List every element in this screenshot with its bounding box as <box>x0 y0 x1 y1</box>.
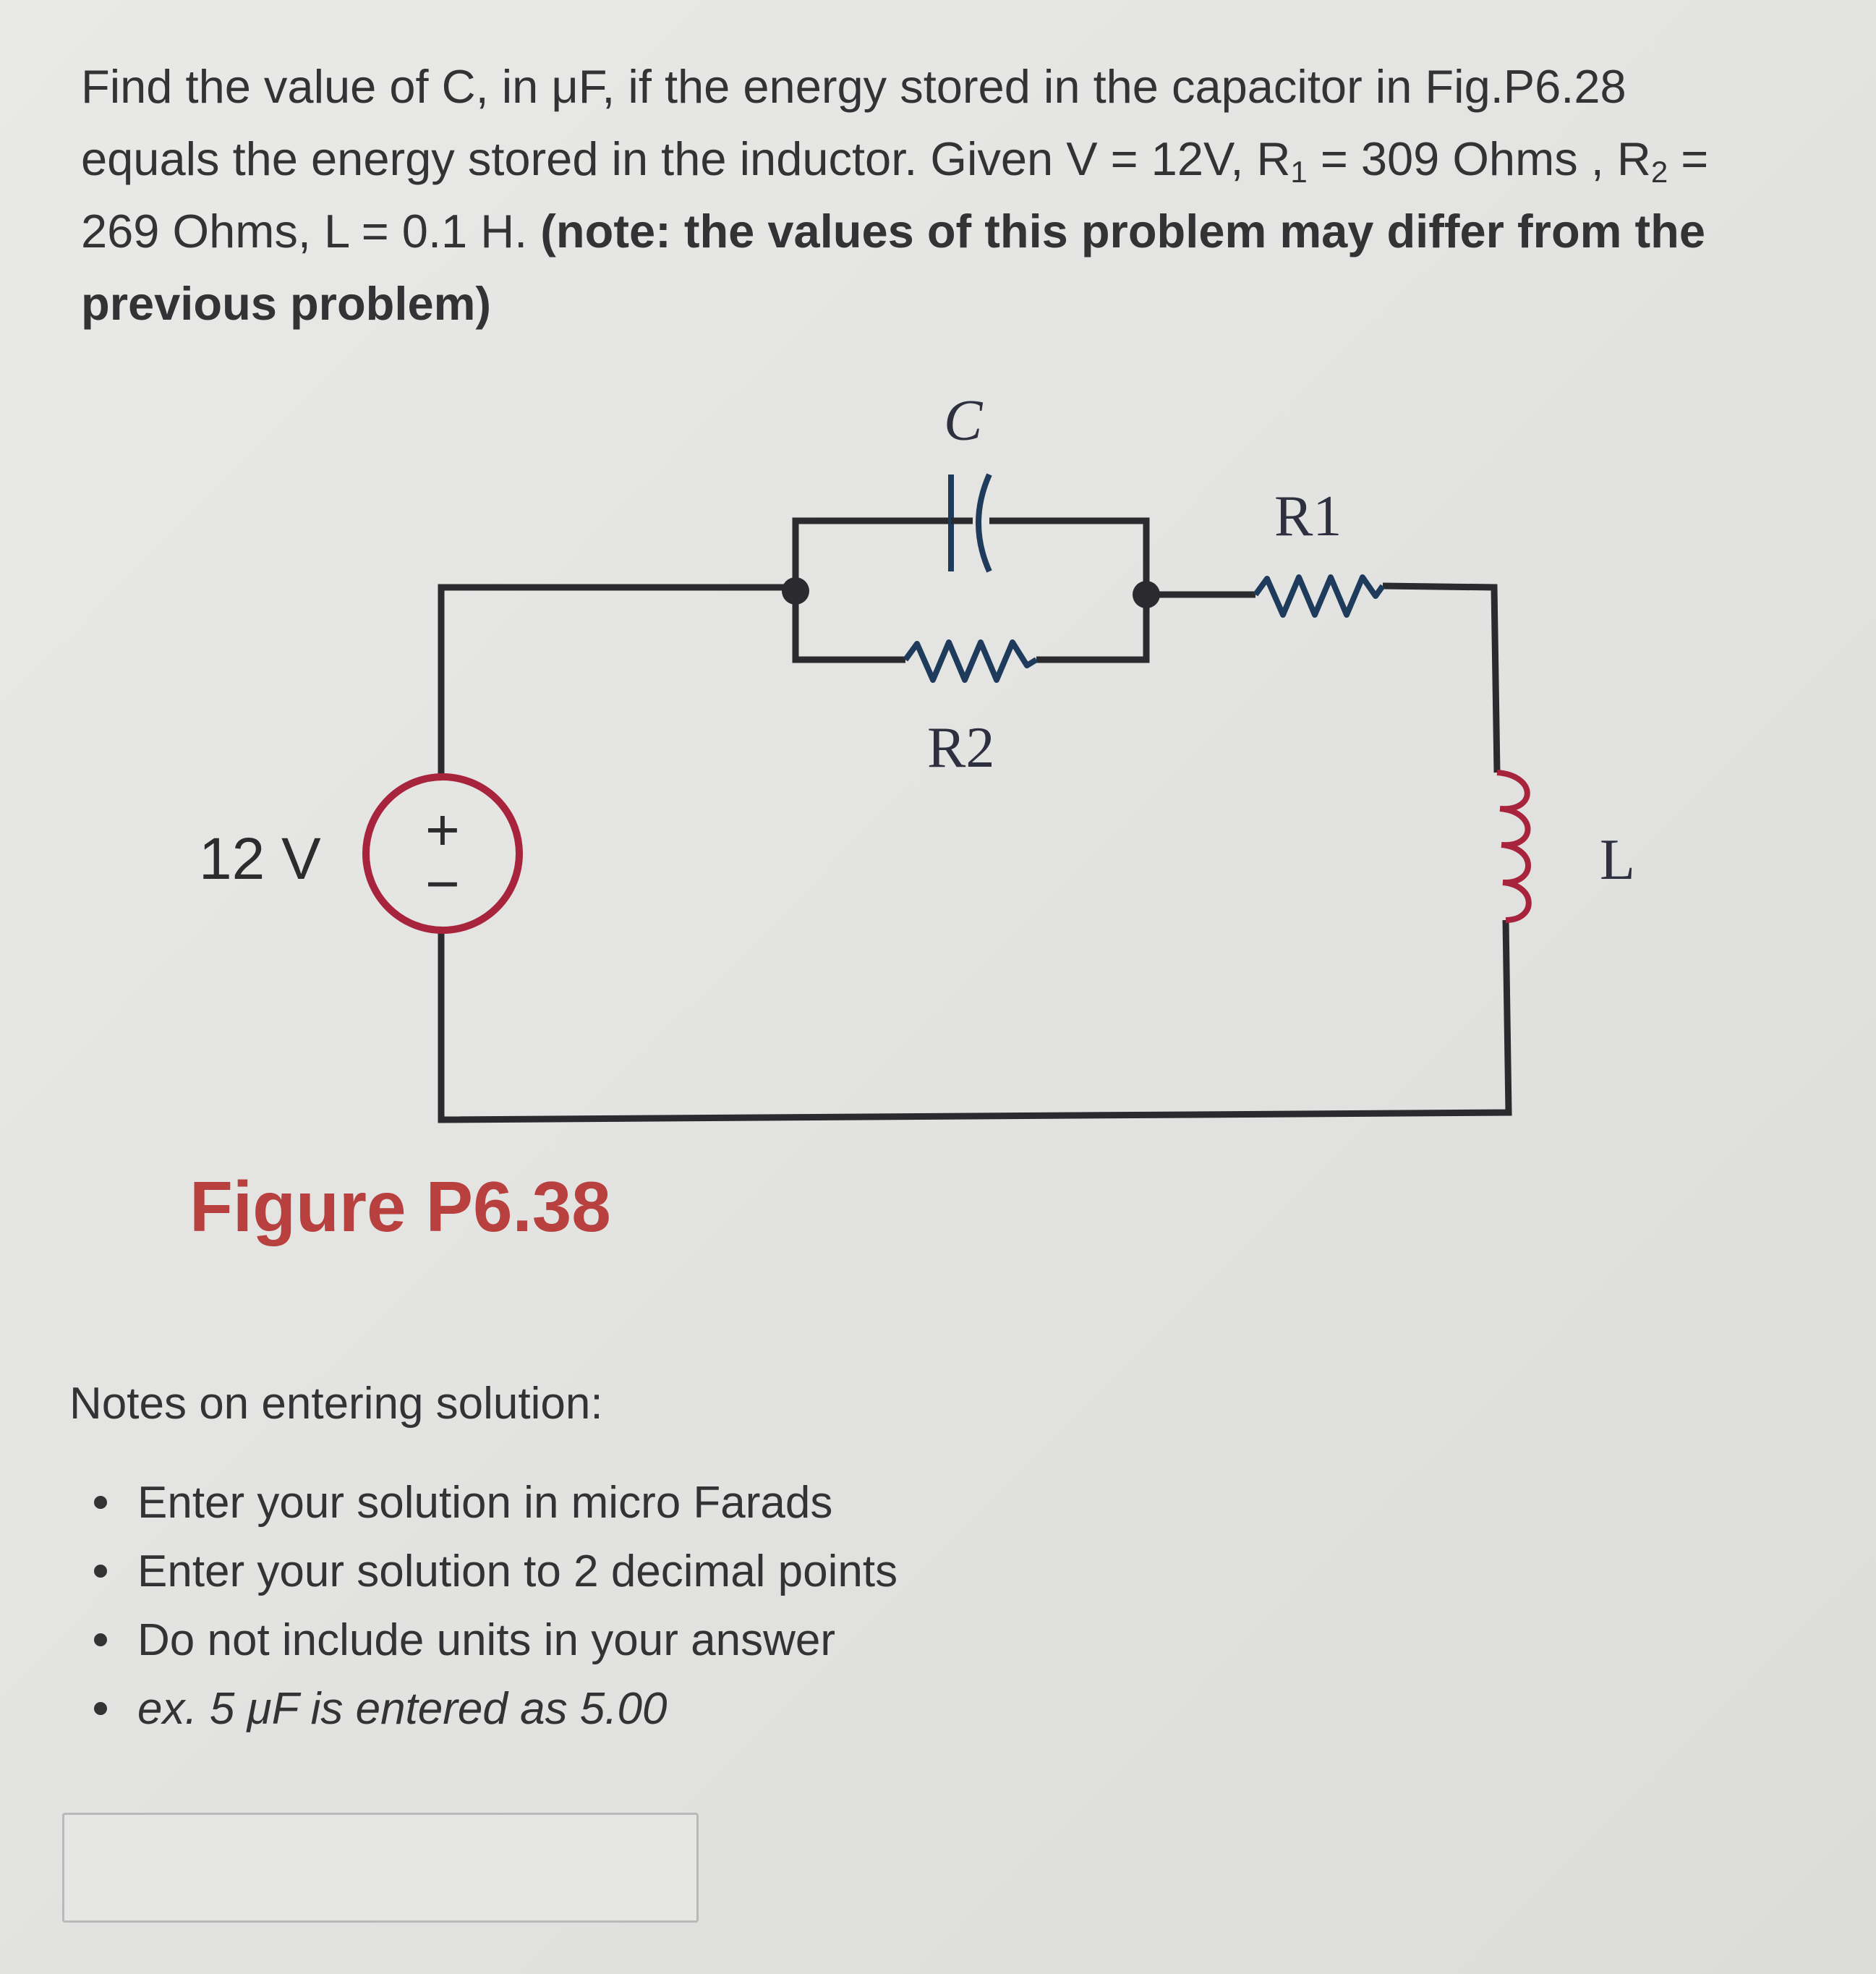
question-note-bold-2: previous problem) <box>81 277 492 330</box>
r2-subscript: 2 <box>1650 155 1668 189</box>
source-minus-sign: − <box>425 851 460 917</box>
r1-subscript: 1 <box>1290 155 1308 189</box>
wire-left-top <box>438 584 796 776</box>
notes-heading: Notes on entering solution: <box>69 1379 603 1429</box>
wire-bottom <box>438 919 1512 1123</box>
bullet-icon <box>94 1565 107 1578</box>
answer-input[interactable] <box>62 1813 699 1923</box>
r1-label: R1 <box>1274 485 1342 548</box>
list-item: ex. 5 μF is entered as 5.00 <box>94 1675 898 1743</box>
question-line-2c: = <box>1668 132 1709 185</box>
circuit-wires <box>438 517 1512 1123</box>
capacitor-symbol <box>948 473 992 573</box>
node-right <box>1133 581 1160 608</box>
bullet-icon <box>94 1496 107 1509</box>
node-left <box>782 577 809 605</box>
bullet-icon <box>94 1702 107 1715</box>
circuit-diagram: + − 12 V C R1 R2 L <box>199 389 1635 1123</box>
question-line-1: Find the value of C, in μF, if the energ… <box>81 60 1626 113</box>
wire-cap-branch-right <box>989 517 1150 595</box>
r2-label: R2 <box>927 716 994 780</box>
wire-cap-branch <box>792 517 951 587</box>
wire-r2-branch-left <box>792 587 905 663</box>
question-line-2a: equals the energy stored in the inductor… <box>81 132 1291 185</box>
source-plus-sign: + <box>425 797 460 863</box>
question-note-bold-1: (note: the values of this problem may di… <box>540 205 1706 258</box>
source-voltage-label: 12 V <box>199 826 321 892</box>
wire-r2-branch-right <box>1036 595 1150 663</box>
question-line-3a: 269 Ohms, L = 0.1 H. <box>81 205 541 258</box>
inductor-symbol <box>1496 770 1532 923</box>
wire-r1-right <box>1382 582 1501 773</box>
list-item: Enter your solution to 2 decimal points <box>94 1537 898 1606</box>
question-line-2b: = 309 Ohms , R <box>1307 132 1651 185</box>
bullet-icon <box>94 1633 107 1646</box>
question-text: Find the value of C, in μF, if the energ… <box>81 51 1817 340</box>
figure-caption: Figure P6.38 <box>189 1167 611 1246</box>
capacitor-label: C <box>944 389 984 453</box>
list-item: Enter your solution in micro Farads <box>94 1468 898 1537</box>
inductor-label: L <box>1600 828 1635 892</box>
notes-list: Enter your solution in micro Farads Ente… <box>94 1468 898 1743</box>
r2-resistor-symbol <box>903 639 1039 683</box>
voltage-source: + − <box>362 773 523 934</box>
r1-resistor-symbol <box>1253 574 1386 618</box>
list-item: Do not include units in your answer <box>94 1606 898 1675</box>
